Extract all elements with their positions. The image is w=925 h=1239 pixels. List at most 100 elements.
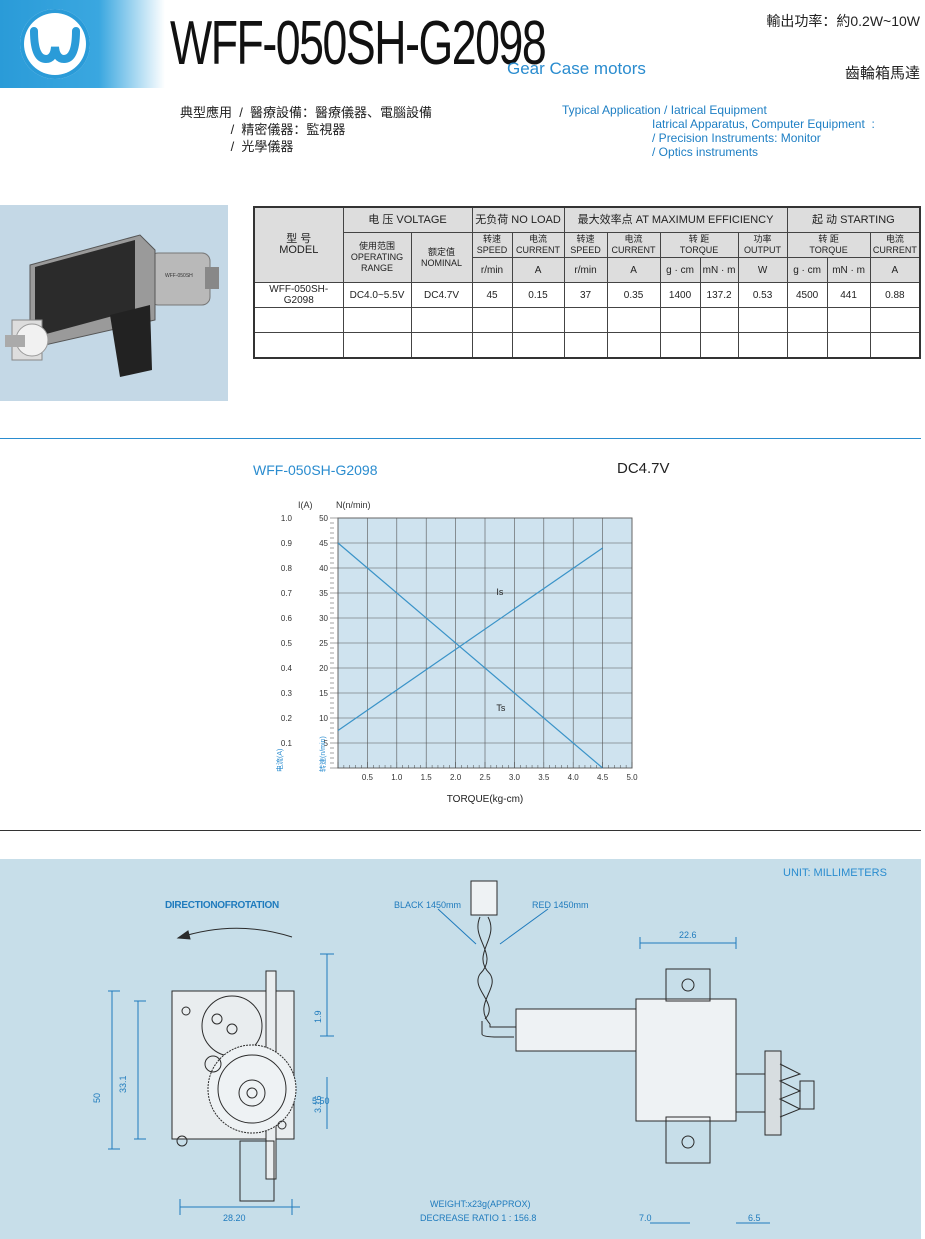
cell-maxeff-speed: 37 — [563, 282, 608, 308]
dimension-drawing — [0, 859, 921, 1239]
unit-a: A — [511, 257, 565, 283]
current-tick-label: 1.0 — [281, 514, 293, 523]
cell-maxeff-output: 0.53 — [737, 282, 788, 308]
series-is-line — [337, 547, 603, 731]
unit-gcm: g · cm — [659, 257, 701, 283]
x-tick-label: 3.5 — [538, 773, 550, 782]
max-efficiency-group: 最大效率点 AT MAXIMUM EFFICIENCY — [563, 206, 788, 233]
power-range: 輸出功率：約0.2W~10W — [766, 13, 920, 29]
model-title: WFF-050SH-G2098 — [170, 9, 547, 78]
current-tick-label: 0.8 — [281, 564, 293, 573]
connector-icon — [470, 880, 498, 916]
dim-5-50: 5.50 — [312, 1096, 330, 1106]
unit-rmin: r/min — [471, 257, 513, 283]
divider — [0, 830, 921, 831]
voltage-group: 电 压 VOLTAGE — [342, 206, 473, 233]
cell-start-torque-gcm: 4500 — [786, 282, 828, 308]
ratio-label: DECREASE RATIO 1 : 156.8 — [420, 1213, 536, 1223]
cell-start-current: 0.88 — [869, 282, 921, 308]
right-bottom-label: 转速(n/min) — [318, 736, 327, 772]
speed-tick-label: 30 — [319, 614, 328, 623]
speed-tick-label: 5 — [324, 739, 329, 748]
speed-tick-label: 50 — [319, 514, 328, 523]
maxeff-output-header: 功率 OUTPUT — [737, 232, 788, 258]
table-row — [253, 307, 921, 333]
speed-tick-label: 10 — [319, 714, 328, 723]
dim-50: 50 — [92, 1093, 102, 1103]
nominal-header: 额定值 NOMINAL — [410, 232, 473, 283]
unit-mnm: mN · m — [826, 257, 871, 283]
dim-3-16: 3.16 — [313, 1095, 323, 1113]
current-tick-label: 0.6 — [281, 614, 293, 623]
noload-current-header: 电流 CURRENT — [511, 232, 565, 258]
left-bottom-label: 电流(A) — [275, 749, 284, 772]
black-wire-label: BLACK 1450mm — [394, 900, 461, 910]
speed-tick-label: 15 — [319, 689, 328, 698]
unit-a: A — [606, 257, 661, 283]
x-tick-label: 3.0 — [509, 773, 521, 782]
maxeff-current-header: 电流 CURRENT — [606, 232, 661, 258]
speed-tick-label: 20 — [319, 664, 328, 673]
chart-voltage: DC4.7V — [617, 460, 670, 477]
cell-maxeff-current: 0.35 — [606, 282, 661, 308]
twisted-wire — [477, 916, 490, 1020]
spec-table: 型 号 MODEL 电 压 VOLTAGE 无负荷 NO LOAD 最大效率点 … — [253, 206, 922, 359]
dim-7-0: 7.0 — [639, 1213, 652, 1223]
table-row: WFF-050SH-G2098 DC4.0~5.5V DC4.7V 45 0.1… — [253, 282, 921, 308]
cell-operating-range: DC4.0~5.5V — [342, 282, 412, 308]
dim-28-20: 28.20 — [223, 1213, 246, 1223]
cell-maxeff-torque-mnm: 137.2 — [699, 282, 739, 308]
y-left-label: I(A) — [298, 500, 313, 510]
table-row — [253, 332, 921, 359]
w-logo-icon — [20, 9, 90, 79]
current-tick-label: 0.4 — [281, 664, 293, 673]
weight-label: WEIGHT:x23g(APPROX) — [430, 1199, 531, 1209]
product-photo: WFF-050SH — [0, 205, 228, 401]
cell-nominal: DC4.7V — [410, 282, 473, 308]
current-tick-label: 0.7 — [281, 589, 293, 598]
motor-illustration: WFF-050SH — [5, 234, 219, 377]
cell-start-torque-mnm: 441 — [826, 282, 871, 308]
svg-text:WFF-050SH: WFF-050SH — [165, 273, 193, 279]
applications-en: Typical Application / Iatrical Equipment… — [562, 103, 875, 159]
motor-body — [515, 1008, 637, 1052]
speed-tick-label: 35 — [319, 589, 328, 598]
unit-w: W — [737, 257, 788, 283]
no-load-group: 无负荷 NO LOAD — [471, 206, 565, 233]
x-tick-label: 4.5 — [597, 773, 609, 782]
maxeff-torque-header: 转 距 TORQUE — [659, 232, 739, 258]
x-tick-label: 2.5 — [479, 773, 491, 782]
dim-33-1: 33.1 — [118, 1075, 128, 1093]
current-tick-label: 0.2 — [281, 714, 293, 723]
drawing-svg: 50 33.1 1.9 3.16 5.50 28.20 22.6 7.0 6.5… — [92, 880, 815, 1224]
starting-torque-header: 转 距 TORQUE — [786, 232, 871, 258]
cell-noload-current: 0.15 — [511, 282, 565, 308]
x-tick-label: 1.0 — [391, 773, 403, 782]
unit-gcm: g · cm — [786, 257, 828, 283]
operating-range-header: 使用范围 OPERATING RANGE — [342, 232, 412, 283]
series-ts-line — [337, 542, 603, 769]
brand-logo — [20, 9, 90, 79]
cell-noload-speed: 45 — [471, 282, 513, 308]
current-tick-label: 0.5 — [281, 639, 293, 648]
chart-title: WFF-050SH-G2098 — [253, 462, 378, 478]
rotation-arrow — [177, 927, 293, 939]
cell-maxeff-torque-gcm: 1400 — [659, 282, 701, 308]
maxeff-speed-header: 转速 SPEED — [563, 232, 608, 258]
current-tick-label: 0.3 — [281, 689, 293, 698]
x-tick-label: 2.0 — [450, 773, 462, 782]
series-label: Ts — [496, 703, 506, 713]
starting-current-header: 电流 CURRENT — [869, 232, 921, 258]
speed-tick-label: 25 — [319, 639, 328, 648]
x-tick-label: 1.5 — [421, 773, 433, 782]
x-tick-label: 5.0 — [626, 773, 638, 782]
cell-model: WFF-050SH-G2098 — [253, 282, 344, 308]
product-type-en: Gear Case motors — [507, 59, 646, 78]
direction-of-rotation: DIRECTIONOFROTATION — [165, 900, 279, 911]
unit-mnm: mN · m — [699, 257, 739, 283]
x-axis-label: TORQUE(kg-cm) — [447, 794, 523, 805]
current-tick-label: 0.9 — [281, 539, 293, 548]
red-wire-label: RED 1450mm — [532, 900, 589, 910]
